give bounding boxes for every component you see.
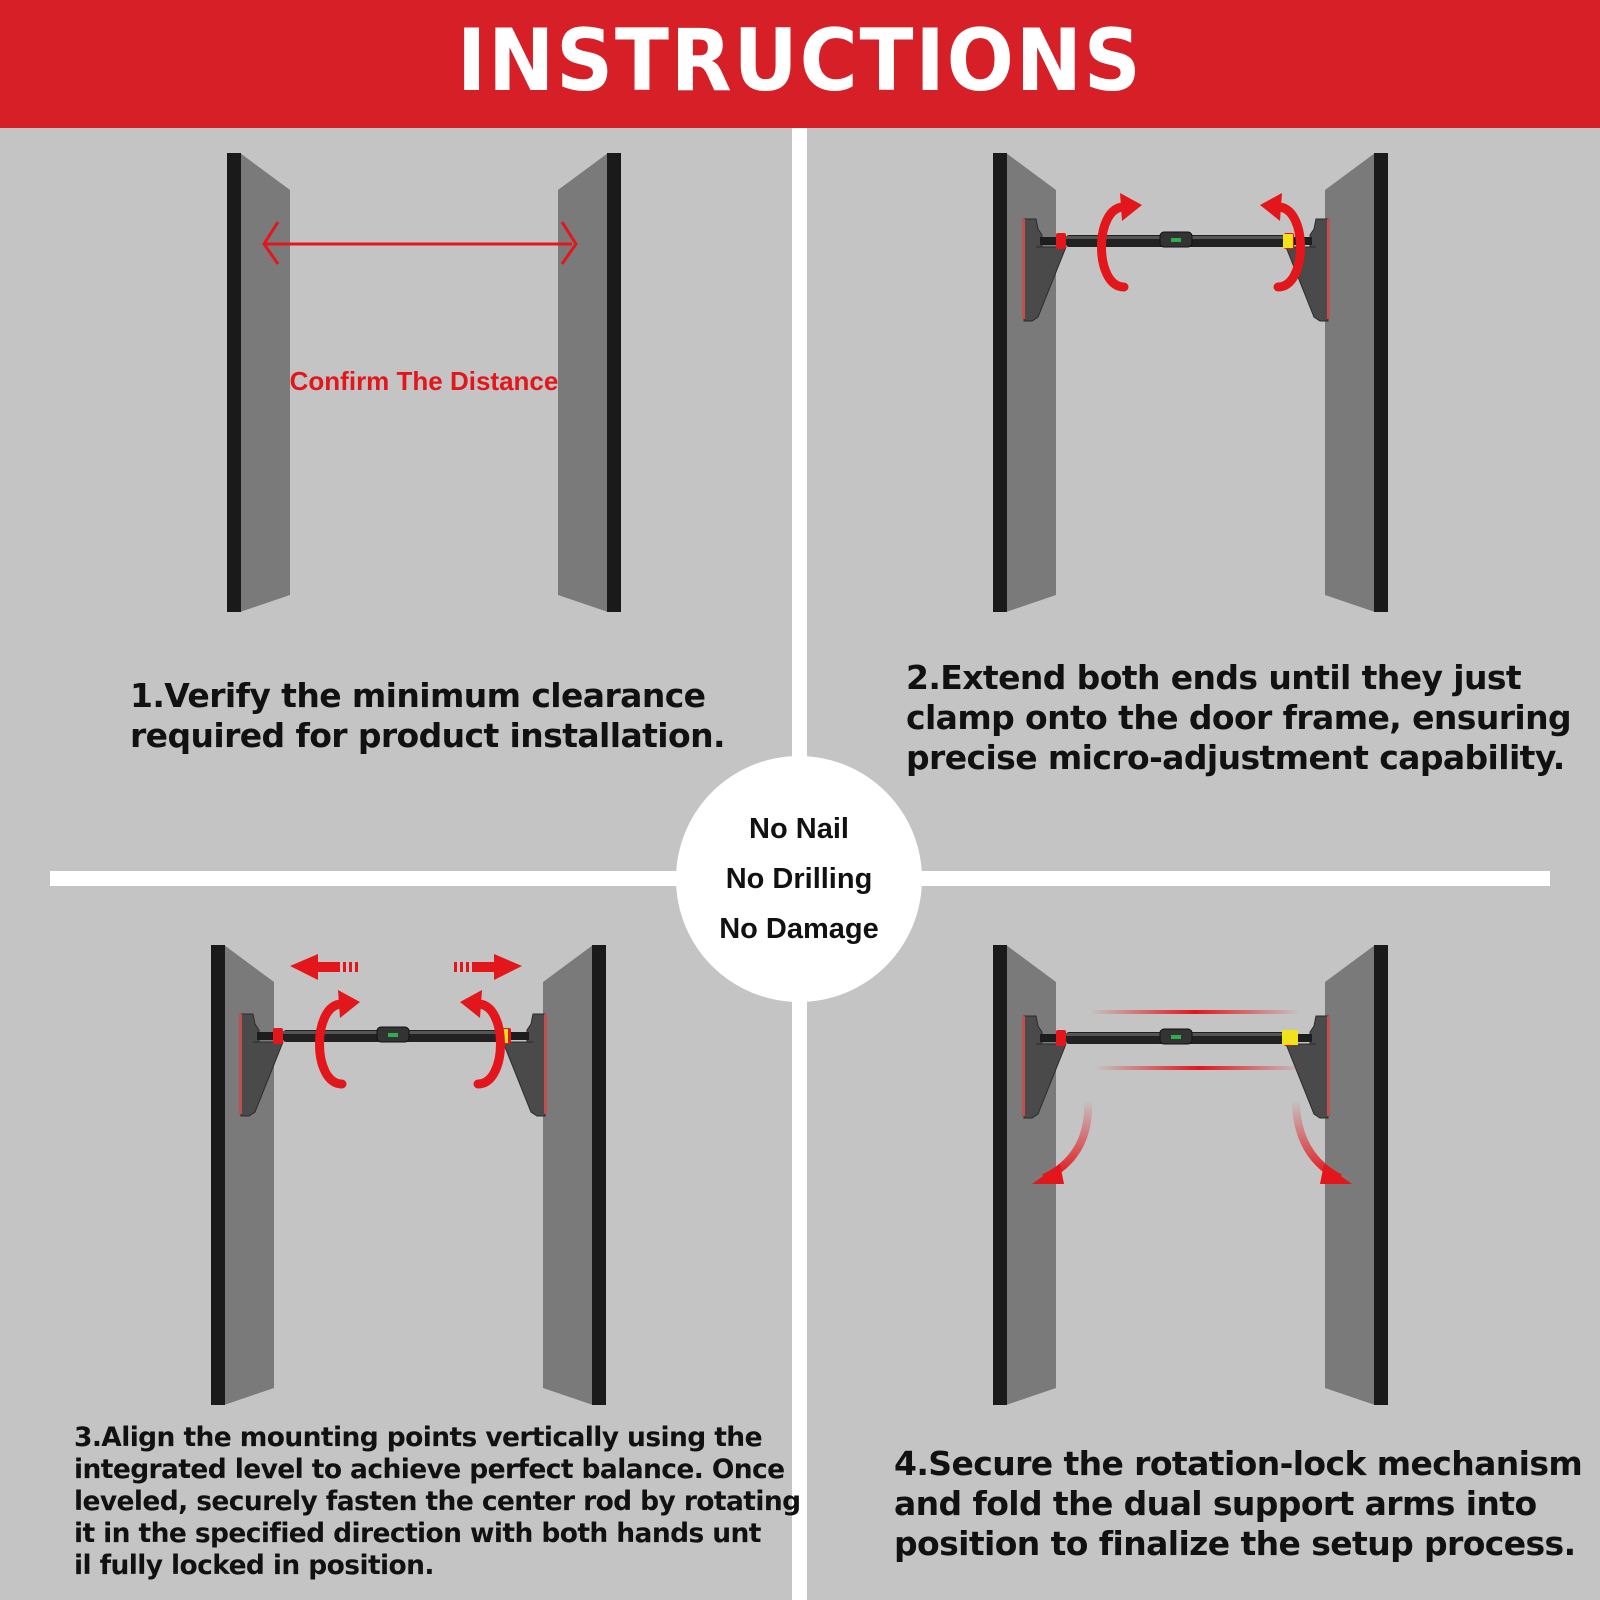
caption-line: il fully locked in position. <box>74 1550 434 1581</box>
step3-caption: 3.Align the mounting points vertically u… <box>74 1422 801 1582</box>
step2-illustration <box>993 153 1388 612</box>
caption-line: 3.Align the mounting points vertically u… <box>74 1422 763 1453</box>
step1-caption: 1.Verify the minimum clearance required … <box>130 676 726 756</box>
no-damage-badge: No Nail No Drilling No Damage <box>676 756 922 1002</box>
badge-line: No Damage <box>719 913 879 945</box>
caption-line: integrated level to achieve perfect bala… <box>74 1454 785 1485</box>
step1-illustration: Confirm The Distance <box>227 153 621 612</box>
double-headed-arrow-icon <box>262 221 578 265</box>
badge-line: No Nail <box>749 813 849 845</box>
caption-line: it in the specified direction with both … <box>74 1518 761 1549</box>
arrow-right-icon <box>454 954 522 980</box>
caption-line: 4.Secure the rotation-lock mechanism <box>894 1444 1583 1483</box>
caption-line: position to finalize the setup process. <box>894 1524 1576 1563</box>
arrow-left-icon <box>290 954 358 980</box>
fold-down-left-icon <box>1032 1099 1093 1184</box>
confirm-distance-label: Confirm The Distance <box>290 366 559 396</box>
step4-illustration <box>993 945 1388 1405</box>
caption-line: required for product installation. <box>130 716 726 755</box>
header-banner: INSTRUCTIONS <box>0 0 1600 128</box>
caption-line: and fold the dual support arms into <box>894 1484 1537 1523</box>
door-left-icon <box>227 153 290 612</box>
step4-caption: 4.Secure the rotation-lock mechanism and… <box>894 1444 1583 1564</box>
door-right-icon <box>558 153 621 612</box>
page-title: INSTRUCTIONS <box>457 11 1143 111</box>
step3-illustration <box>211 945 606 1405</box>
caption-line: 2.Extend both ends until they just <box>906 658 1522 697</box>
caption-line: clamp onto the door frame, ensuring <box>906 698 1572 737</box>
step2-caption: 2.Extend both ends until they just clamp… <box>906 658 1572 778</box>
caption-line: leveled, securely fasten the center rod … <box>74 1486 801 1517</box>
caption-line: precise micro-adjustment capability. <box>906 738 1565 777</box>
badge-line: No Drilling <box>725 863 873 895</box>
caption-line: 1.Verify the minimum clearance <box>130 676 706 715</box>
fold-down-right-icon <box>1292 1099 1352 1184</box>
